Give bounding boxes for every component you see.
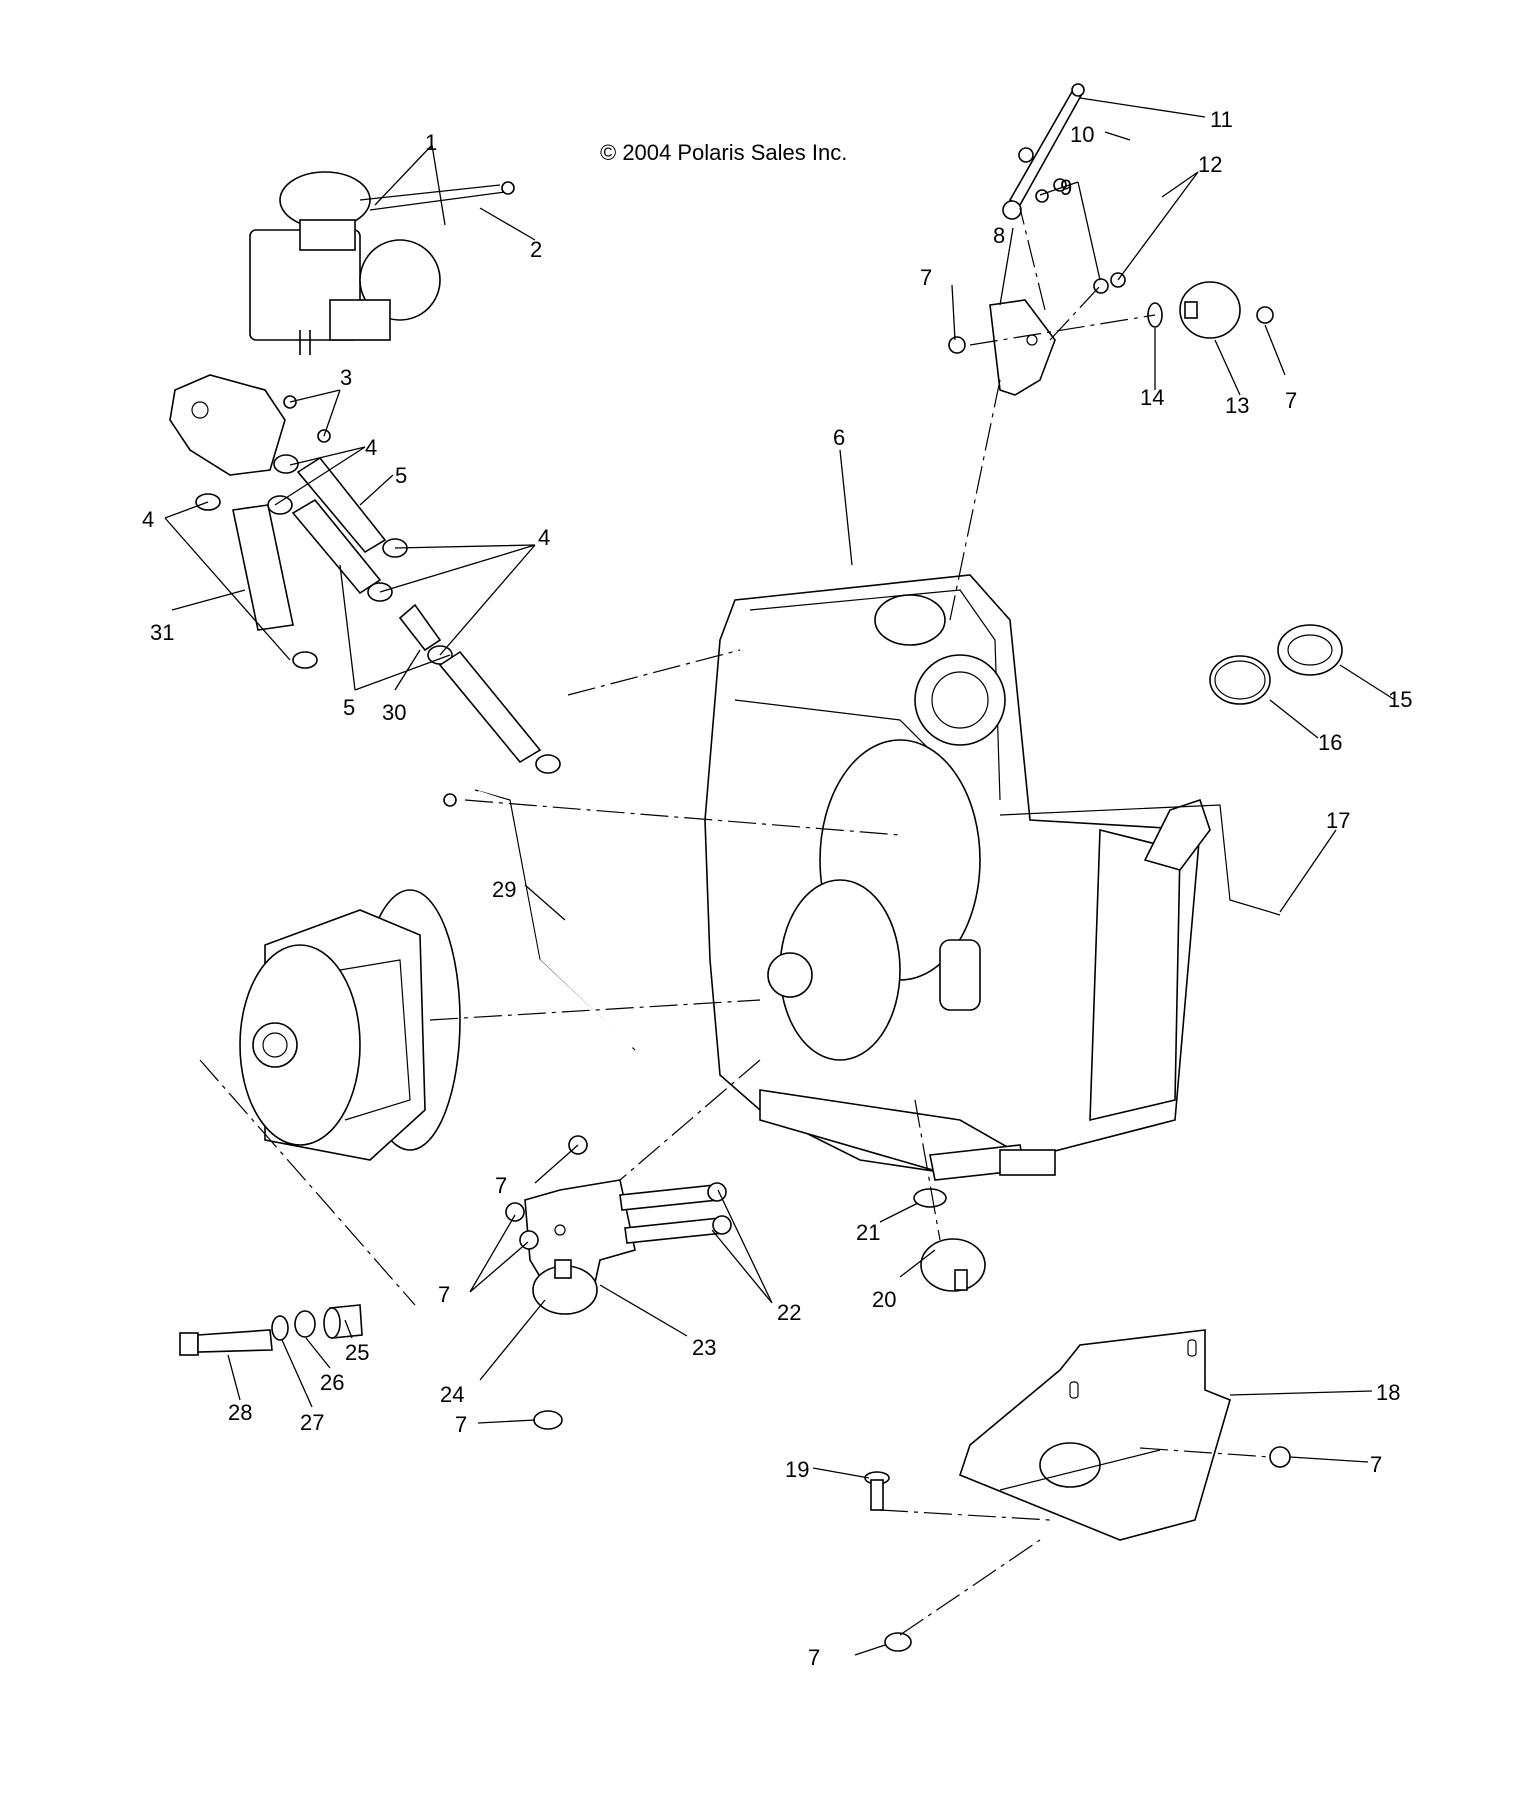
linkage-rod-11: [1002, 83, 1085, 220]
callout-4: 4: [142, 507, 154, 532]
callout-21: 21: [856, 1220, 880, 1245]
callout-7: 7: [808, 1645, 820, 1670]
callout-labels: 1 2 3 4 4 4 5 5 6 7 7 7 7 7 7 7 8 9 10 1…: [142, 107, 1412, 1670]
mount-20: [920, 1238, 986, 1292]
callout-7: 7: [1285, 388, 1297, 413]
fuel-pump-part: [169, 374, 331, 476]
callout-3: 3: [340, 365, 352, 390]
callout-20: 20: [872, 1287, 896, 1312]
mounting-plate-18: [959, 1329, 1231, 1541]
fuel-hose-31: [195, 493, 318, 669]
callout-6: 6: [833, 425, 845, 450]
nut-7-bracket-left-a: [505, 1202, 525, 1222]
callout-2: 2: [530, 237, 542, 262]
copyright-notice: © 2004 Polaris Sales Inc.: [600, 140, 847, 165]
callout-19: 19: [785, 1457, 809, 1482]
callout-8: 8: [993, 223, 1005, 248]
assembly-lines: [199, 207, 1271, 1636]
callout-10: 10: [1070, 122, 1094, 147]
callout-5: 5: [343, 695, 355, 720]
clamp-16: [1209, 655, 1271, 705]
intake-boot-15: [1277, 624, 1343, 676]
callout-4: 4: [538, 525, 550, 550]
callout-7: 7: [438, 1282, 450, 1307]
washer-26: [294, 1310, 316, 1338]
mount-13: [1179, 281, 1241, 339]
nut-7-bottom-left: [533, 1410, 563, 1430]
callout-7: 7: [455, 1412, 467, 1437]
vent-hose-29: [443, 789, 636, 1051]
callout-4: 4: [365, 435, 377, 460]
callout-18: 18: [1376, 1380, 1400, 1405]
fuel-hose-5-lower: [267, 495, 393, 602]
callout-1: 1: [425, 130, 437, 155]
callout-28: 28: [228, 1400, 252, 1425]
bolt-22-pair: [619, 1182, 732, 1244]
washer-9-upper: [1035, 189, 1049, 203]
callout-26: 26: [320, 1370, 344, 1395]
engine-assembly-6: [704, 574, 1211, 1181]
nut-10: [1018, 147, 1034, 163]
callout-5: 5: [395, 463, 407, 488]
callout-25: 25: [345, 1340, 369, 1365]
callout-13: 13: [1225, 393, 1249, 418]
callout-22: 22: [777, 1300, 801, 1325]
carburetor-part: [249, 171, 515, 355]
washer-27: [271, 1315, 289, 1341]
callout-23: 23: [692, 1335, 716, 1360]
nut-7-top-right: [1256, 306, 1274, 324]
callout-15: 15: [1388, 687, 1412, 712]
nut-12-upper: [1053, 178, 1067, 192]
nut-7-plate-bottom: [884, 1632, 912, 1652]
bolt-28: [179, 1329, 273, 1356]
callout-12: 12: [1198, 152, 1222, 177]
callout-17: 17: [1326, 808, 1350, 833]
nut-7-plate-right: [1269, 1446, 1291, 1468]
mount-24: [532, 1259, 598, 1315]
callout-9: 9: [1060, 175, 1072, 200]
callout-7: 7: [495, 1173, 507, 1198]
callout-30: 30: [382, 700, 406, 725]
callout-7: 7: [920, 265, 932, 290]
callout-11: 11: [1210, 107, 1233, 132]
leader-lines: [164, 97, 1396, 1656]
drive-clutch-part: [239, 889, 461, 1161]
fuel-filter-30: [398, 603, 453, 665]
callout-27: 27: [300, 1410, 324, 1435]
bracket-8: [989, 299, 1056, 396]
nut-7-top-left: [948, 336, 966, 354]
callout-29: 29: [492, 877, 516, 902]
breather-hose-17: [999, 804, 1281, 916]
callout-31: 31: [150, 620, 174, 645]
fuel-hose-5-long: [438, 650, 561, 774]
washer-21: [913, 1188, 947, 1208]
callout-7: 7: [1370, 1452, 1382, 1477]
callout-24: 24: [440, 1382, 464, 1407]
bolt-19: [864, 1471, 890, 1511]
callout-14: 14: [1140, 385, 1164, 410]
callout-16: 16: [1318, 730, 1342, 755]
spacer-25: [323, 1304, 363, 1339]
